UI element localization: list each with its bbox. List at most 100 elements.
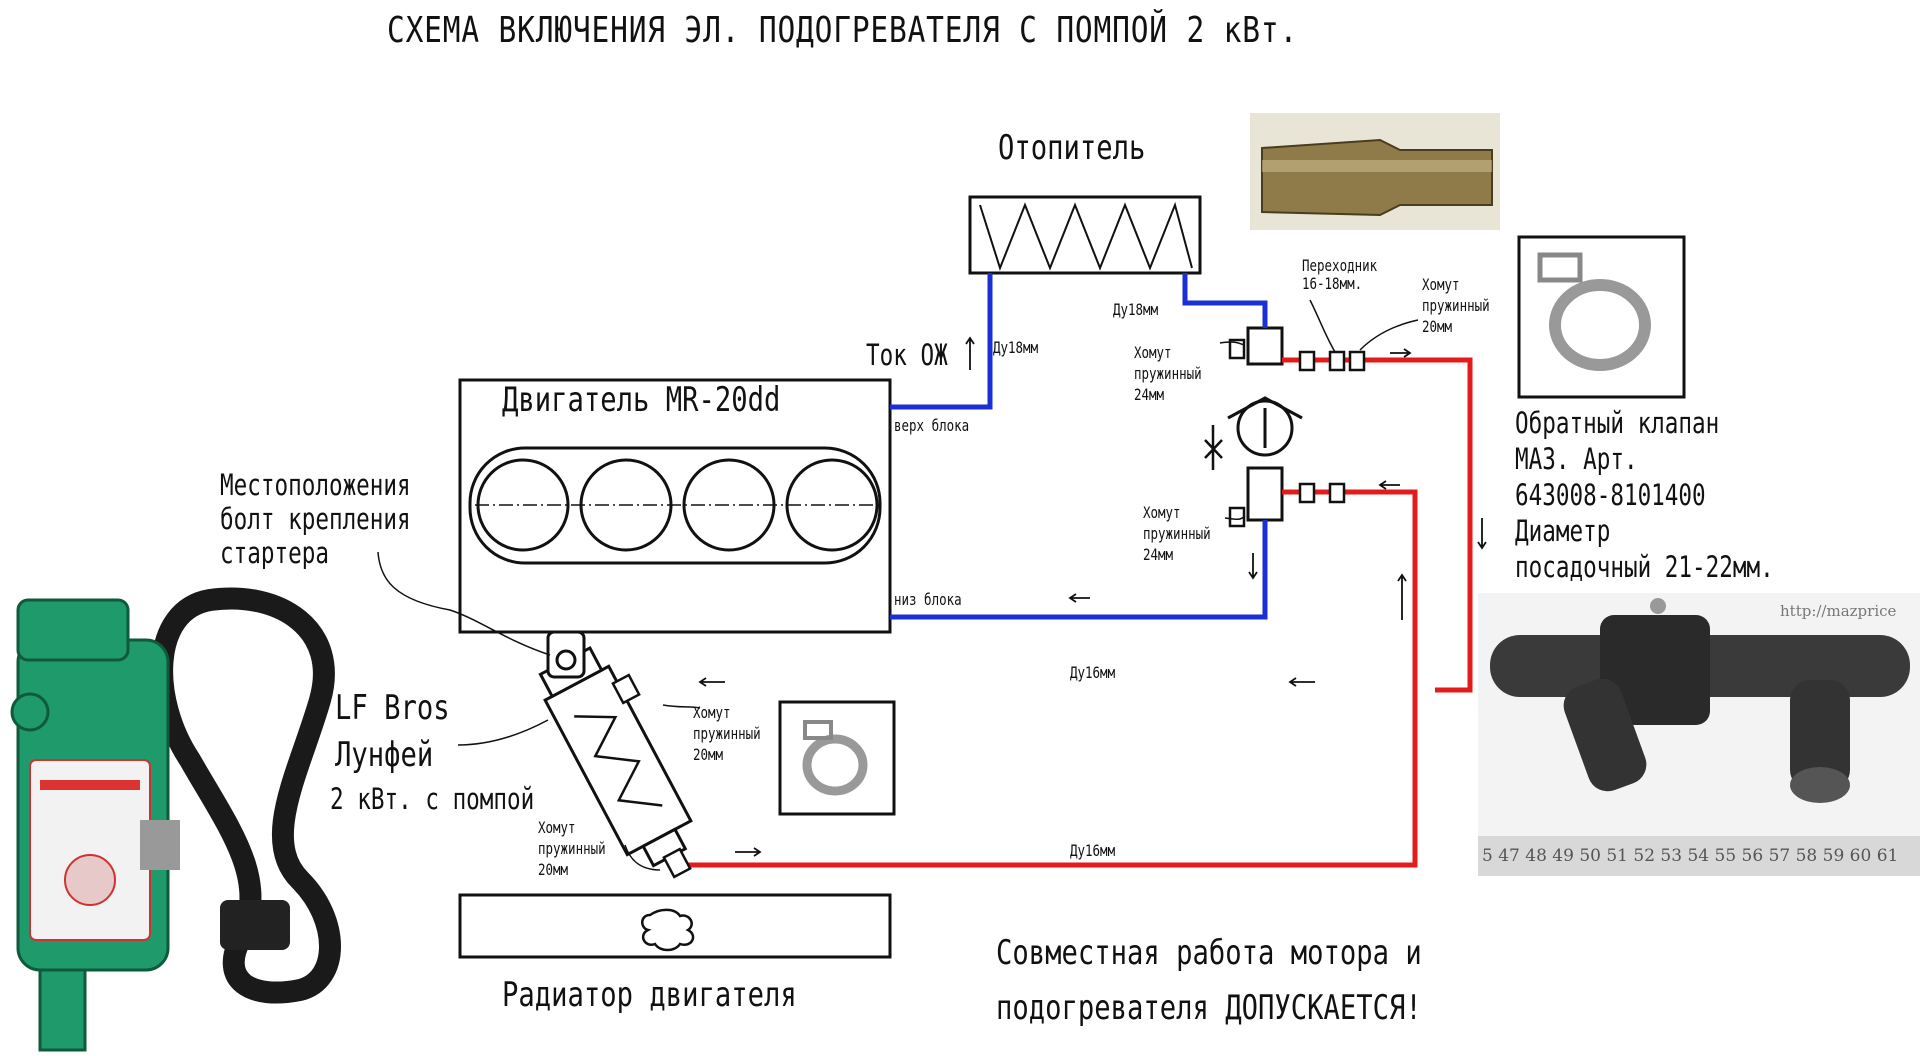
clamp-top-right-3: 20мм	[1422, 317, 1453, 336]
engine-block	[458, 378, 892, 634]
clamp-24-bottom-2: пружинный	[1143, 524, 1211, 543]
clamp-marker	[1298, 350, 1316, 372]
adapter-tube	[1261, 138, 1493, 217]
radiator-label: Радиатор двигателя	[502, 975, 797, 1015]
arrow-down	[1477, 518, 1487, 550]
valve-branch-right	[1790, 680, 1850, 790]
clamp-top-right-1: Хомут	[1422, 275, 1460, 294]
starter-bolt	[555, 649, 577, 671]
arrow-right	[1390, 348, 1412, 358]
clamp-marker	[611, 673, 641, 705]
leader-clamp-24-top	[1219, 341, 1246, 346]
clamp-marker	[1298, 482, 1316, 504]
upper-tee	[1246, 326, 1284, 366]
hose-size-upper-red: Ду16мм	[1070, 663, 1116, 682]
clamp-photo-top	[1517, 235, 1686, 399]
clamp-low-2: пружинный	[538, 839, 606, 858]
check-valve-photo	[1478, 593, 1920, 876]
heater-unit-line-1: LF Bros	[335, 688, 450, 728]
clamp-mid-2: пружинный	[693, 724, 761, 743]
clamp-low-3: 20мм	[538, 860, 569, 879]
hot-line-lower	[680, 489, 1418, 868]
heater-core-label: Отопитель	[998, 128, 1146, 168]
cable-plug	[220, 900, 290, 950]
clamp-marker	[662, 847, 692, 879]
arrow-up	[965, 336, 975, 370]
arrow-left	[1288, 677, 1315, 687]
flow-arrows	[698, 336, 1487, 857]
arrow-left	[1378, 480, 1400, 490]
heater-top	[16, 598, 130, 662]
note-line-1: Совместная работа мотора и	[996, 933, 1422, 973]
heater-core-box	[968, 195, 1202, 275]
lower-tee	[1246, 466, 1284, 522]
clamp-24-top-1: Хомут	[1134, 343, 1172, 362]
engine-top-port-label: верх блока	[894, 416, 970, 435]
radiator-box	[458, 893, 892, 959]
heater-unit-line-3: 2 кВт. с помпой	[330, 782, 535, 816]
clamp-tab	[803, 720, 833, 740]
starter-note-2: болт крепления	[220, 502, 411, 536]
clamp-photo-frame	[1517, 235, 1686, 399]
valve-body	[1600, 615, 1710, 725]
diagram-title: СХЕМА ВКЛЮЧЕНИЯ ЭЛ. ПОДОГРЕВАТЕЛЯ С ПОМП…	[387, 10, 1299, 51]
leader-clamp-20-top	[1359, 319, 1419, 351]
clamp-markers	[611, 338, 1366, 879]
engine-label: Двигатель MR-20dd	[502, 380, 781, 420]
ruler	[1478, 836, 1920, 876]
check-valve-line-1: Обратный клапан	[1515, 406, 1720, 440]
heater-unit-line-2: Лунфей	[335, 735, 434, 775]
hose-size-top-left: Ду18мм	[993, 338, 1039, 357]
starter-note-3: стартера	[220, 536, 329, 570]
note-line-2: подогревателя ДОПУСКАЕТСЯ!	[996, 988, 1422, 1028]
leader-heater-unit	[457, 719, 549, 746]
clamp-mid-1: Хомут	[693, 703, 731, 722]
clamp-24-bottom-1: Хомут	[1143, 503, 1181, 522]
engine-bottom-port-label: низ блока	[894, 590, 962, 609]
starter-note-1: Местоположения	[220, 468, 411, 502]
radiator	[458, 893, 892, 959]
leader-clamp-24-bottom	[1224, 515, 1246, 521]
valve-branch-left	[1563, 678, 1647, 792]
arrow-right	[735, 847, 762, 857]
pump-check-mark	[1227, 396, 1303, 420]
arrow-left	[1068, 593, 1090, 603]
heater-inlet	[38, 968, 87, 1052]
clamp-24-bottom-3: 24мм	[1143, 545, 1174, 564]
heater-outlet	[10, 692, 50, 732]
adapter-photo	[1250, 113, 1500, 230]
cold-line-bottom	[890, 520, 1268, 620]
cable-coil	[151, 587, 341, 1004]
clamp-photo-frame	[778, 700, 896, 816]
sticker-band	[40, 780, 140, 790]
hot-line-upper	[1282, 357, 1473, 693]
arrow-up	[1397, 573, 1407, 620]
heater-bracket	[140, 820, 180, 870]
adapter-highlight	[1262, 160, 1492, 172]
coolant-lines	[680, 273, 1473, 868]
leader-adapter	[1309, 299, 1336, 353]
arrow-left	[698, 677, 725, 687]
arrow-down	[1248, 553, 1258, 580]
engine-outline	[458, 378, 892, 634]
cold-line-heater-return	[1182, 273, 1268, 328]
leader-starter	[377, 551, 551, 656]
clamp-24-top-2: пружинный	[1134, 364, 1202, 383]
ruler-numbers: 5 47 48 49 50 51 52 53 54 55 56 57 58 59…	[1482, 846, 1899, 866]
heater-core	[968, 195, 1202, 275]
check-valve-line-4: Диаметр	[1515, 514, 1611, 548]
clamp-photo-mid	[778, 700, 896, 816]
check-valve-line-5: посадочный 21-22мм.	[1515, 550, 1774, 584]
hose-size-lower-red: Ду16мм	[1070, 841, 1116, 860]
valve-photo-watermark: http://mazprice	[1780, 602, 1897, 620]
clamp-marker	[1348, 350, 1366, 372]
check-valve-line-3: 643008-8101400	[1515, 478, 1706, 512]
sticker-seal	[64, 854, 116, 906]
clamp-ring	[802, 734, 868, 796]
engine-bank	[468, 446, 882, 565]
valve-bolt	[1650, 598, 1666, 614]
clamp-tab	[1537, 252, 1583, 283]
clamp-low-1: Хомут	[538, 818, 576, 837]
clamp-ring	[1549, 279, 1651, 371]
